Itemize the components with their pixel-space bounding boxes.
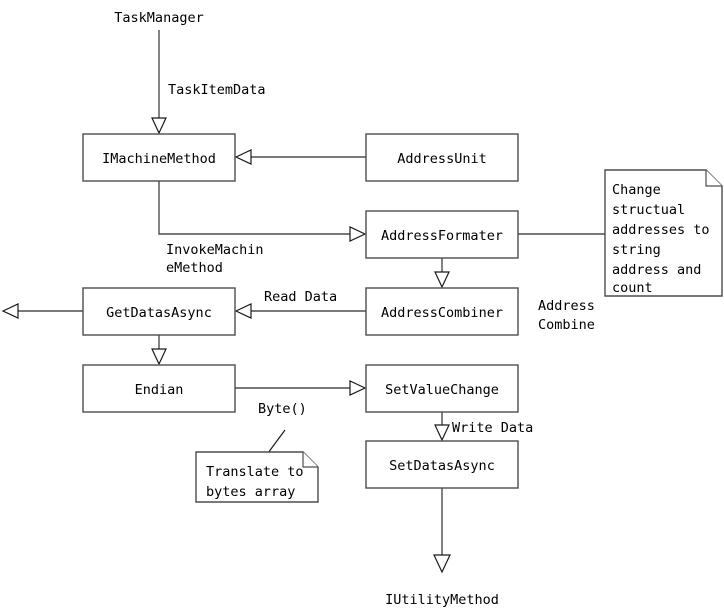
note2-line-2: bytes array	[206, 484, 295, 500]
node-getdatasasync[interactable]: GetDatasAsync	[82, 287, 236, 336]
label-taskmanager: TaskManager	[114, 10, 203, 26]
note2-line-1: Translate to	[206, 464, 304, 480]
leader-byte-to-note	[267, 429, 286, 454]
note-line-5: address and	[612, 262, 701, 278]
note-line-1: Change	[612, 182, 661, 198]
label-taskitemdata: TaskItemData	[168, 82, 266, 98]
edge-setvaluechange-to-setdatas	[434, 411, 450, 442]
note-line-4: string	[612, 242, 661, 258]
label-iutilitymethod: IUtilityMethod	[385, 592, 499, 608]
node-label-endian: Endian	[135, 382, 184, 398]
edge-getdatas-to-endian	[151, 335, 167, 366]
node-label-getdatasasync: GetDatasAsync	[106, 305, 212, 321]
edge-formater-to-combiner	[434, 258, 450, 289]
note-line-3: addresses to	[612, 222, 710, 238]
label-writedata: Write Data	[452, 420, 533, 436]
node-addressformater[interactable]: AddressFormater	[365, 210, 519, 259]
label-readdata: Read Data	[264, 289, 337, 305]
note-translate-bytes[interactable]: Translate to bytes array	[195, 451, 319, 503]
node-endian[interactable]: Endian	[82, 364, 236, 413]
node-imachinemethod[interactable]: IMachineMethod	[82, 133, 236, 182]
node-label-setvaluechange: SetValueChange	[385, 382, 499, 398]
edge-endian-to-setvaluechange	[235, 380, 367, 396]
edge-combiner-to-getdatas	[234, 303, 366, 319]
note-address-change[interactable]: Change structual addresses to string add…	[604, 169, 723, 297]
label-addresscombine-line1: Address	[538, 298, 595, 314]
edge-getdatas-out	[1, 303, 83, 319]
label-byte: Byte()	[258, 401, 307, 417]
node-label-imachinemethod: IMachineMethod	[102, 151, 216, 167]
edge-imachinemethod-to-formater	[158, 181, 367, 242]
node-label-addressformater: AddressFormater	[381, 228, 503, 244]
node-addressunit[interactable]: AddressUnit	[365, 133, 519, 182]
node-label-addressunit: AddressUnit	[397, 151, 486, 167]
label-invokemethod-line1: InvokeMachin	[166, 242, 264, 258]
node-setvaluechange[interactable]: SetValueChange	[365, 364, 519, 413]
note-line-2: structual	[612, 202, 685, 218]
node-label-setdatasasync: SetDatasAsync	[389, 458, 495, 474]
node-setdatasasync[interactable]: SetDatasAsync	[365, 440, 519, 489]
edge-addressunit-to-imachinemethod	[234, 149, 366, 165]
edge-setdatas-to-iutilitymethod	[433, 488, 451, 574]
edge-taskmanager-to-imachinemethod	[151, 30, 167, 135]
node-addresscombiner[interactable]: AddressCombiner	[365, 287, 519, 336]
node-label-addresscombiner: AddressCombiner	[381, 305, 503, 321]
label-invokemethod-line2: eMethod	[166, 260, 223, 276]
label-addresscombine-line2: Combine	[538, 317, 595, 333]
note-line-6: count	[612, 280, 653, 296]
